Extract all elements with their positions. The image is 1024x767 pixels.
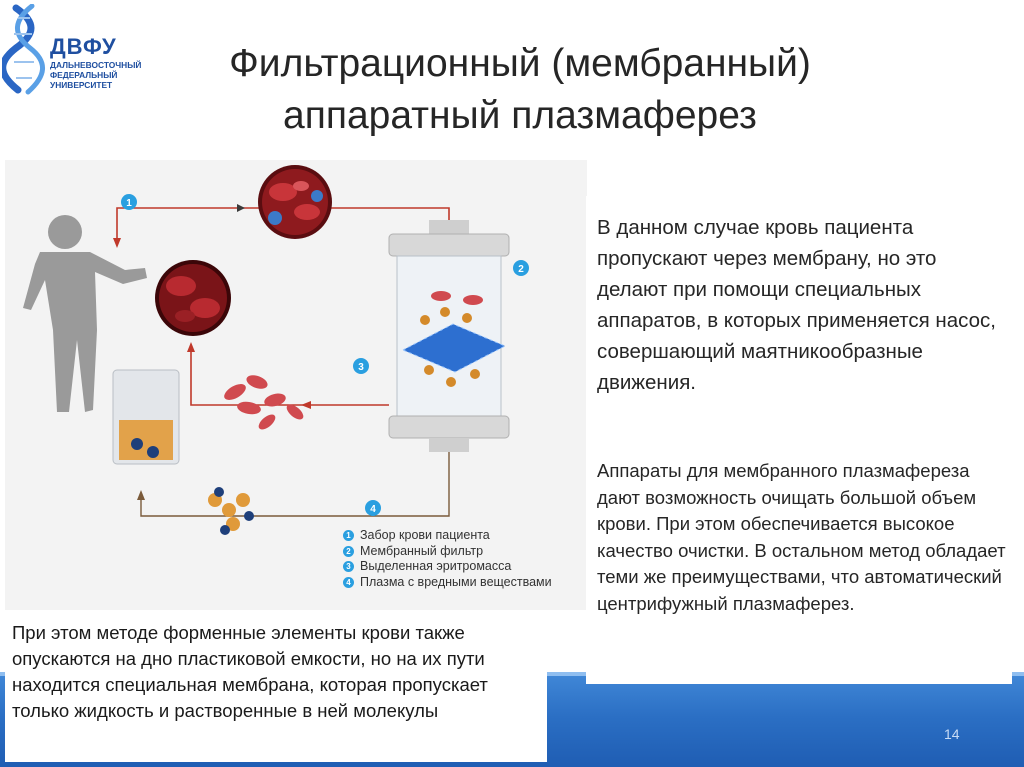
page-number: 14 [944,726,960,742]
svg-text:3: 3 [358,362,364,373]
legend-label: Плазма с вредными веществами [360,574,552,589]
marker-1: 1 [121,194,137,210]
bottom-text-box [5,614,547,762]
logo-subtitle: ДАЛЬНЕВОСТОЧНЫЙ ФЕДЕРАЛЬНЫЙ УНИВЕРСИТЕТ [50,60,142,90]
plasmapheresis-diagram: 1 2 3 4 [5,160,587,610]
university-logo: ДВФУ ДАЛЬНЕВОСТОЧНЫЙ ФЕДЕРАЛЬНЫЙ УНИВЕРС… [2,4,142,96]
diagram-illustration: 1 2 3 4 [23,165,529,535]
paragraph-devices: Аппараты для мембранного плазмафереза да… [597,460,1006,614]
svg-text:4: 4 [370,504,376,515]
legend-label: Мембранный фильтр [360,543,484,558]
red-cells-cluster-icon [224,375,304,430]
legend-item: 2 Мембранный фильтр [343,544,552,560]
erythrocytes-circle-top-icon [258,165,332,239]
legend-badge: 4 [343,576,354,588]
patient-silhouette-icon [23,215,147,412]
text-panel [586,196,1012,684]
paragraph-method: При этом методе форменные элементы крови… [12,622,488,721]
legend-badge: 2 [343,545,354,557]
legend-label: Выделенная эритромасса [360,559,512,573]
blood-line-return [190,350,389,406]
slide-title: Фильтрационный (мембранный) аппаратный п… [229,42,811,137]
diagram-legend: 1 Забор крови пациента 2 Мембранный фильтр… [343,528,552,590]
legend-item: 3 Выделенная эритромасса [343,559,552,575]
svg-text:1: 1 [126,198,132,209]
plasma-particles-icon [208,487,254,535]
svg-text:2: 2 [518,264,524,275]
plasma-bag-icon [112,369,180,465]
legend-badge: 3 [343,561,354,573]
marker-3: 3 [353,358,369,374]
logo-title: ДВФУ [50,34,117,59]
erythrocytes-circle-left-icon [155,260,231,336]
marker-4: 4 [365,500,381,516]
legend-item: 4 Плазма с вредными веществами [343,575,552,591]
legend-badge: 1 [343,530,354,542]
dna-helix-icon [2,4,45,95]
legend-item: 1 Забор крови пациента [343,528,552,544]
plasma-line [140,450,450,517]
membrane-filter-icon [388,220,510,452]
paragraph-membrane: В данном случае кровь пациента пропускаю… [597,216,996,394]
legend-label: Забор крови пациента [360,528,490,542]
marker-2: 2 [513,260,529,276]
